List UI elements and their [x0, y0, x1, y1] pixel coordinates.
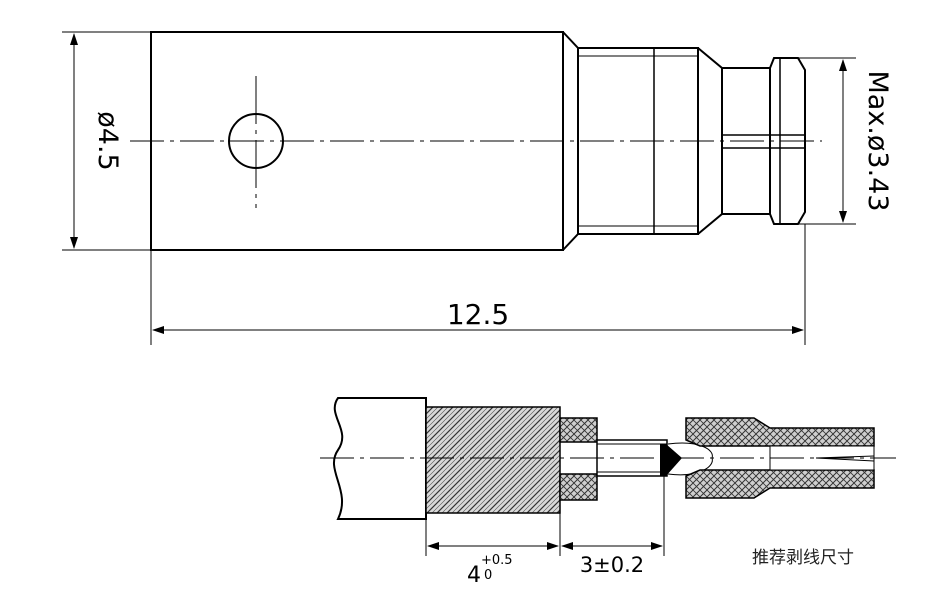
contact-body-upper	[685, 417, 875, 447]
dim-diameter-body-label: ø4.5	[92, 111, 123, 170]
solder-joint	[660, 444, 682, 476]
cable-braid	[425, 406, 561, 514]
dim-diameter-max	[798, 57, 856, 225]
top-view-centerlines	[130, 76, 822, 208]
dim-strip-tol-upper: +0.5	[481, 553, 513, 568]
dim-diameter-max-label: Max.ø3.43	[862, 70, 893, 211]
dim-total-length	[150, 224, 806, 345]
cable-section-view	[320, 397, 896, 520]
dim-total-length-label: 12.5	[447, 298, 509, 331]
dim-strip-main-value: 4	[467, 563, 481, 588]
dim-diameter-body	[62, 31, 151, 251]
dielectric-lower	[559, 473, 598, 501]
dim-strip-tol-lower: 0	[484, 568, 492, 583]
dim-strip-lengths	[425, 476, 665, 556]
contact-body-lower	[685, 469, 875, 499]
dielectric-upper	[559, 417, 598, 443]
dim-strip-inner-label: 3±0.2	[580, 553, 644, 577]
recommended-strip-caption: 推荐剥线尺寸	[752, 548, 854, 568]
